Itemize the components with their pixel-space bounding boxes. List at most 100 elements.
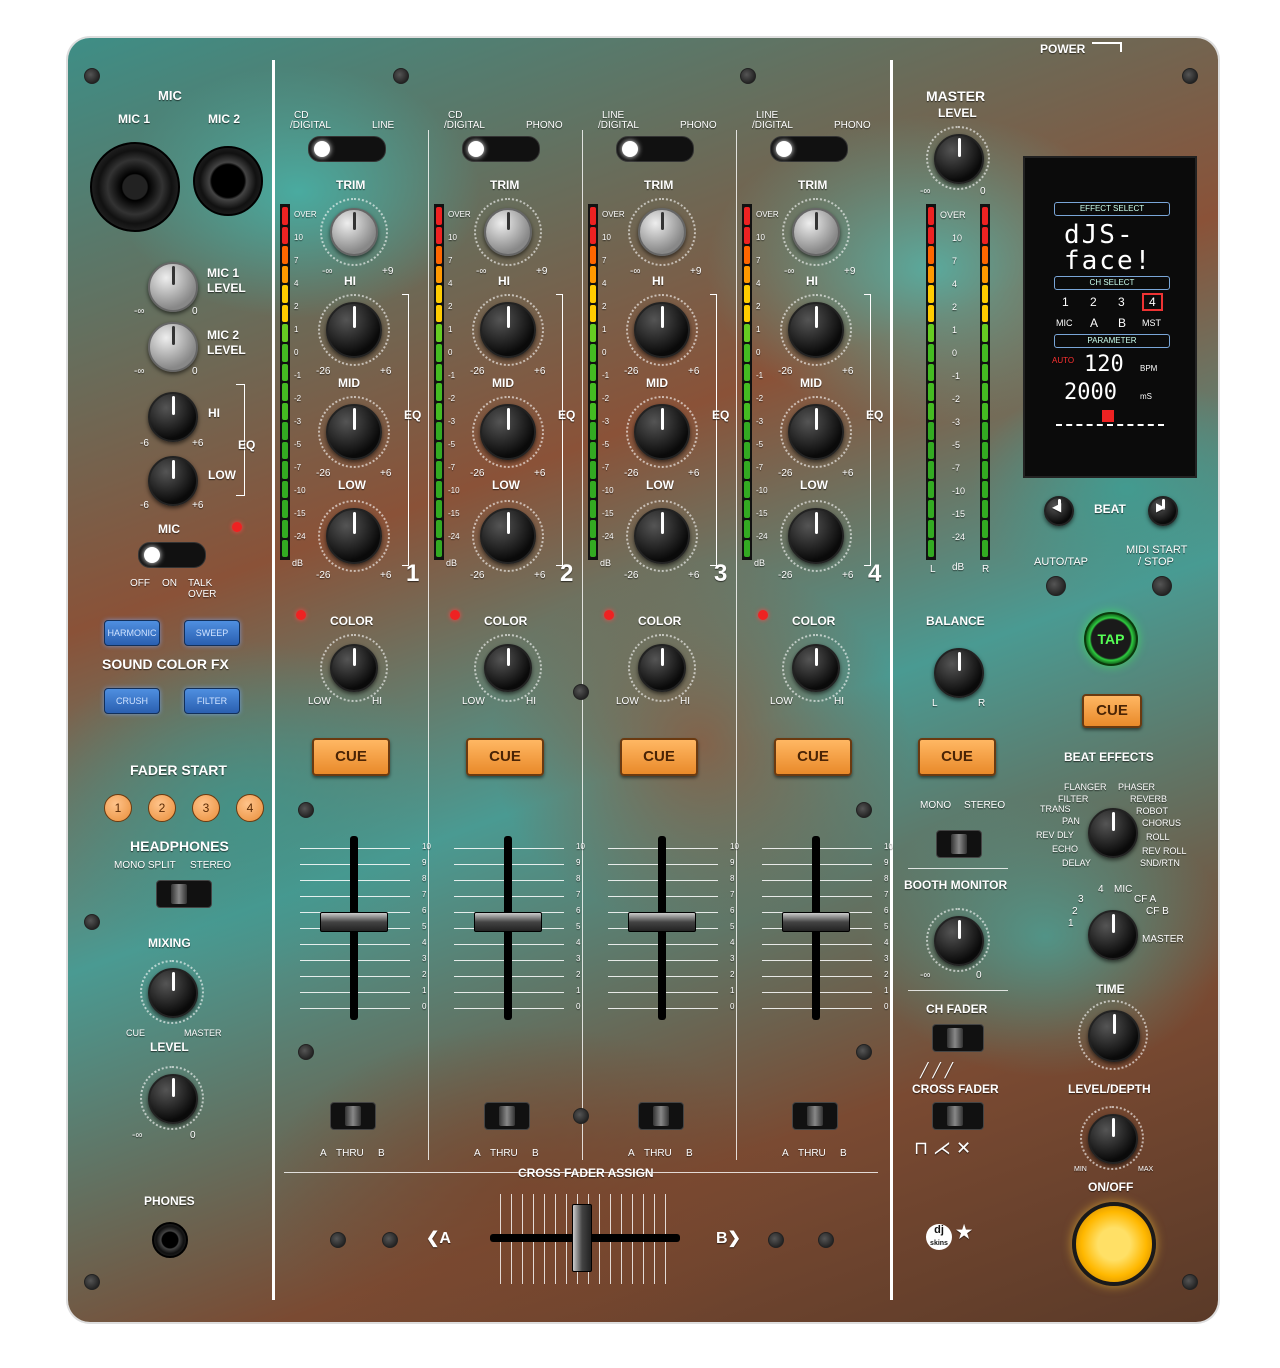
color-fx-led [296,610,306,620]
meter-scale-label: -1 [448,371,456,380]
channel-fader[interactable] [474,912,542,932]
mic1-xlr-jack[interactable] [90,142,180,232]
fx-sweep-button[interactable]: SWEEP [184,620,240,646]
tap-button[interactable]: TAP [1084,612,1138,666]
crossfader-assign-switch[interactable] [638,1102,684,1130]
input-select-switch[interactable] [308,136,386,162]
cross-fader[interactable] [572,1204,592,1272]
meter-db-label: dB [600,558,612,568]
fader-scale-label: 3 [884,954,889,963]
fader-start-1-button[interactable]: 1 [104,794,132,822]
section-divider [908,990,1008,991]
max-label: MAX [1138,1166,1154,1173]
balance-l-label: L [932,698,938,709]
beat-cue-button[interactable]: CUE [1082,694,1142,728]
fader-start-2-button[interactable]: 2 [148,794,176,822]
mic-over-label: OVER [188,589,217,600]
knob-scale [472,396,544,468]
channel-cue-button[interactable]: CUE [620,738,698,776]
crossfader-assign-switch[interactable] [330,1102,376,1130]
beat-left-button[interactable] [1044,496,1074,526]
effect-channel-select-knob[interactable] [1088,910,1138,960]
knob-scale [318,396,390,468]
phones-jack[interactable] [152,1222,188,1258]
master-meter-left [926,204,936,560]
beat-right-button[interactable] [1148,496,1178,526]
eq-bracket [556,294,563,566]
crossfader-assign-switch[interactable] [484,1102,530,1130]
scale-label: -∞ [134,366,145,377]
knob-scale [626,396,698,468]
midi-start-button[interactable] [1152,576,1172,596]
scale-label: +6 [380,570,392,581]
power-switch[interactable] [1092,42,1122,52]
meter-scale-label: 10 [448,233,457,242]
mic2-jack[interactable] [193,146,263,216]
meter-scale-label: -1 [602,371,610,380]
input-select-switch[interactable] [770,136,848,162]
mono-split-switch[interactable] [156,880,212,908]
fader-scale-label: 7 [884,890,889,899]
channel-fader[interactable] [320,912,388,932]
crossfader-assign-switch[interactable] [792,1102,838,1130]
beat-effect-select-knob[interactable] [1088,808,1138,858]
assign-thru-label: THRU [798,1148,826,1159]
channel-fader[interactable] [782,912,850,932]
fader-start-3-button[interactable]: 3 [192,794,220,822]
channel-number: 3 [714,560,728,587]
mic2-level-knob[interactable] [148,322,198,372]
cross-fader-curve-switch[interactable] [932,1102,984,1130]
balance-knob[interactable] [934,648,984,698]
meter-scale-label: 4 [756,279,761,288]
mic-switch[interactable] [138,542,206,568]
fader-scale-label: 5 [884,922,889,931]
effect-onoff-button[interactable] [1072,1202,1156,1286]
fx-harmonic-button[interactable]: HARMONIC [104,620,160,646]
screw [84,914,100,930]
display-auto: AUTO [1052,356,1075,365]
fader-scale-label: 4 [576,938,581,947]
meter-scale-label: -15 [756,509,768,518]
scale-label: +9 [382,266,394,277]
ch-fader-curve-switch[interactable] [932,1024,984,1052]
meter-scale-label: -10 [448,486,460,495]
master-cue-button[interactable]: CUE [918,738,996,776]
mic-low-knob[interactable] [148,456,198,506]
color-label: COLOR [638,614,682,628]
balance-label: BALANCE [926,614,985,628]
meter-db-label: dB [446,558,458,568]
display-a: A [1090,316,1099,330]
scale-label: -26 [316,366,331,377]
meter-scale-label: -24 [448,532,460,541]
assign-thru-label: THRU [644,1148,672,1159]
input-select-switch[interactable] [616,136,694,162]
mic1-level-knob[interactable] [148,262,198,312]
channel-cue-button[interactable]: CUE [312,738,390,776]
eq-hi-label: HI [652,274,664,288]
channel-cue-button[interactable]: CUE [466,738,544,776]
knob-scale [782,198,850,266]
master-meter-scale-label: 7 [952,256,958,266]
display-b: B [1118,316,1127,330]
master-level-label: LEVEL [938,106,977,120]
knob-scale [318,294,390,366]
input-select-switch[interactable] [462,136,540,162]
fx-filter-button[interactable]: FILTER [184,688,240,714]
mic-talk-label: TALK [188,578,213,589]
fader-start-4-button[interactable]: 4 [236,794,264,822]
scale-label: -26 [316,468,331,479]
color-hi-label: HI [834,696,844,707]
master-meter-scale-label: 1 [952,325,958,335]
channel-cue-button[interactable]: CUE [774,738,852,776]
fader-scale-label: 0 [576,1002,581,1011]
mic-hi-knob[interactable] [148,392,198,442]
scale-label: 0 [976,970,982,981]
meter-scale-label: 2 [602,302,607,311]
channel-fader[interactable] [628,912,696,932]
master-mono-stereo-switch[interactable] [936,830,982,858]
meter-scale-label: 7 [448,256,453,265]
cross-b-label: B❯ [716,1230,741,1247]
fx-crush-button[interactable]: CRUSH [104,688,160,714]
auto-tap-button[interactable] [1046,576,1066,596]
scale-label: +6 [842,468,854,479]
